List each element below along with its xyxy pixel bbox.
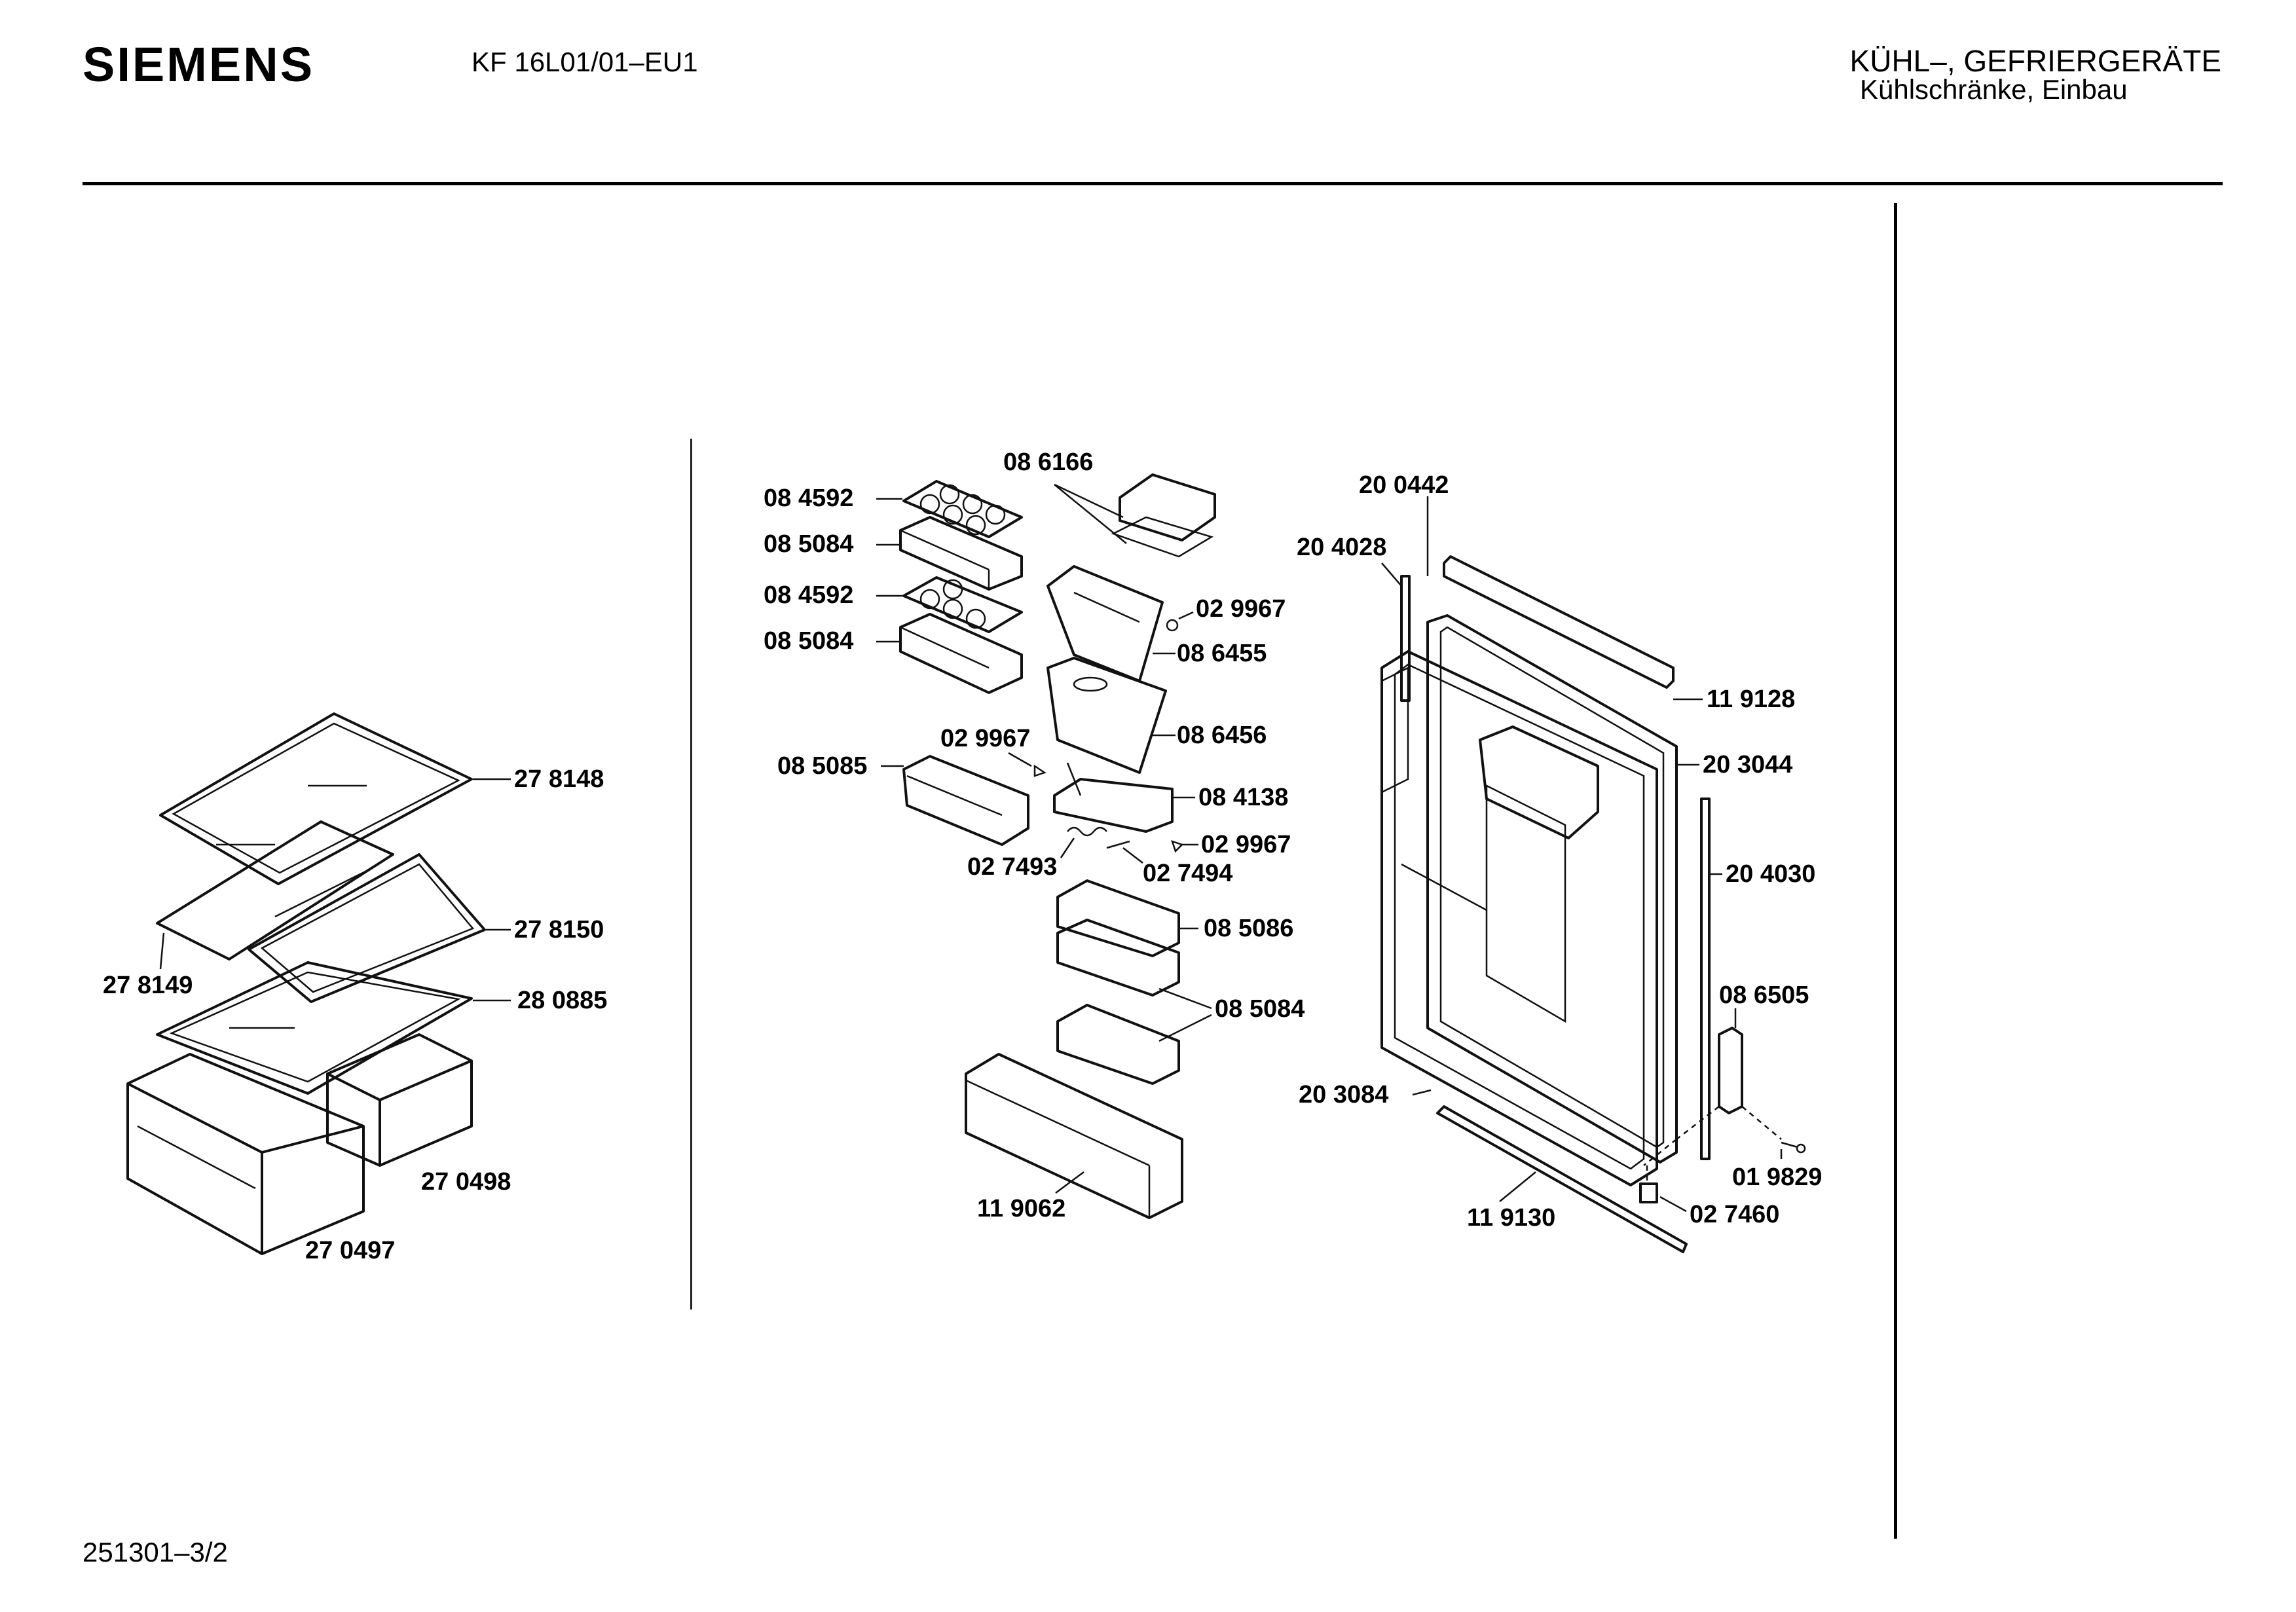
pin-drawing xyxy=(1106,840,1130,849)
egg-box-a-drawing xyxy=(899,516,1023,591)
part-label-butter-pin: 02 9967 xyxy=(1196,595,1286,623)
right-margin-divider xyxy=(1894,203,1897,1539)
part-label-screw: 01 9829 xyxy=(1732,1163,1822,1191)
part-label-door-shelf-mid: 08 5086 xyxy=(1204,915,1293,942)
door-shelf-lower-drawing xyxy=(1056,1004,1180,1085)
dairy-flap-drawing xyxy=(1046,657,1167,774)
egg-tray-a-drawing xyxy=(902,480,1023,538)
part-label-shelf-frame-left: 27 8149 xyxy=(103,972,193,999)
part-label-door-shelf-lower: 08 5084 xyxy=(1215,995,1305,1023)
part-label-cover-top: 11 9128 xyxy=(1707,686,1795,713)
bottle-shelf-drawing xyxy=(965,1053,1183,1219)
cover-bottom-drawing xyxy=(1436,1105,1688,1253)
category-title: KÜHL–, GEFRIERGERÄTE xyxy=(1849,44,2221,78)
door-gasket-drawing xyxy=(1426,614,1678,1163)
part-label-hinge: 08 6505 xyxy=(1719,981,1809,1009)
part-label-hinge-pin-right: 02 9967 xyxy=(1201,831,1291,858)
part-label-egg-box-b: 08 5084 xyxy=(764,627,853,655)
hinge-pin-right-drawing xyxy=(1171,840,1184,853)
part-label-drawer-small: 27 0498 xyxy=(421,1168,511,1196)
shelf-top-drawing xyxy=(159,712,473,885)
model-number: KF 16L01/01–EU1 xyxy=(472,46,698,77)
butter-housing-drawing xyxy=(1046,565,1164,682)
part-label-butter-lid: 08 6166 xyxy=(1003,449,1093,476)
part-label-bottle-shelf: 11 9062 xyxy=(977,1195,1065,1222)
egg-tray-b-drawing xyxy=(902,576,1023,633)
cap-drawing xyxy=(1639,1182,1658,1203)
part-label-door-box-left: 08 5085 xyxy=(777,752,867,780)
strip-right-drawing xyxy=(1700,797,1711,1160)
part-label-drawer-large: 27 0497 xyxy=(305,1237,395,1264)
part-label-door-box-holder: 08 4138 xyxy=(1198,784,1288,811)
part-label-door-inner: 20 3084 xyxy=(1299,1081,1388,1108)
header-divider xyxy=(83,182,2223,185)
hinge-drawing xyxy=(1718,1027,1743,1114)
category-subtitle: Kühlschränke, Einbau xyxy=(1860,74,2128,105)
butter-lid-drawing xyxy=(1111,473,1216,558)
drawer-large-drawing xyxy=(126,1053,365,1255)
cover-top-drawing xyxy=(1443,555,1675,689)
door-box-holder-drawing xyxy=(1053,762,1174,833)
hinge-pin-left-drawing xyxy=(1033,764,1046,777)
screw-drawing xyxy=(1781,1141,1806,1154)
egg-box-b-drawing xyxy=(899,613,1023,694)
butter-pin-drawing xyxy=(1166,619,1179,632)
part-label-pin: 02 7494 xyxy=(1143,860,1232,887)
part-label-cap: 02 7460 xyxy=(1690,1201,1779,1228)
part-label-cover-bottom: 11 9130 xyxy=(1467,1204,1555,1232)
part-label-egg-tray-a: 08 4592 xyxy=(764,485,853,512)
door-box-left-drawing xyxy=(902,755,1029,846)
part-label-door-gasket: 20 3044 xyxy=(1703,751,1792,779)
spring-drawing xyxy=(1067,826,1107,837)
part-label-shelf-top: 27 8148 xyxy=(514,765,604,793)
part-label-egg-box-a: 08 5084 xyxy=(764,530,853,558)
strip-left-drawing xyxy=(1400,575,1411,702)
part-label-butter-housing: 08 6455 xyxy=(1177,640,1267,667)
part-label-egg-tray-b: 08 4592 xyxy=(764,581,853,609)
part-label-shelf-front-strip: 27 8150 xyxy=(514,916,604,943)
section-divider xyxy=(690,439,692,1310)
shelf-cover-drawing xyxy=(156,961,473,1095)
part-label-gasket-top: 20 0442 xyxy=(1359,471,1449,499)
part-label-shelf-cover: 28 0885 xyxy=(517,987,607,1014)
drawer-small-drawing xyxy=(326,1033,473,1167)
door-shelf-mid-drawing xyxy=(1056,879,1180,997)
part-label-dairy-flap: 08 6456 xyxy=(1177,722,1267,749)
part-label-strip-right: 20 4030 xyxy=(1726,860,1815,888)
part-label-spring: 02 7493 xyxy=(967,853,1057,881)
door-inner-drawing xyxy=(1380,650,1658,1186)
brand-logo: SIEMENS xyxy=(83,37,315,92)
part-label-shelf-hinge-pin-left: 02 9967 xyxy=(940,725,1030,752)
document-reference: 251301–3/2 xyxy=(83,1537,228,1567)
part-label-strip-left: 20 4028 xyxy=(1297,534,1386,561)
